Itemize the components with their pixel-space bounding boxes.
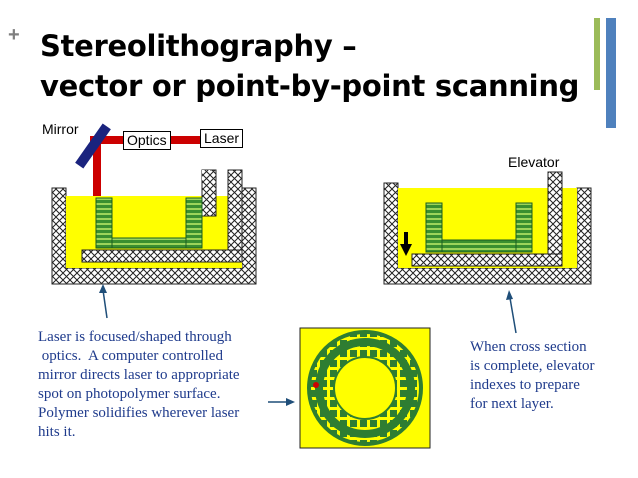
down-arrow-icon	[400, 232, 412, 256]
accent-bar-green	[594, 18, 600, 90]
arrow-to-cross-section	[268, 398, 295, 406]
arrow-right-to-vat	[506, 290, 517, 334]
arrow-left-to-vat	[99, 284, 108, 319]
plus-marker: +	[8, 24, 20, 46]
elevator-label: Elevator	[508, 154, 560, 170]
slide-title: Stereolithography – vector or point-by-p…	[40, 26, 579, 106]
caption-left: Laser is focused/shaped through optics. …	[38, 329, 240, 440]
laser-box: Laser	[200, 129, 244, 148]
mirror-icon	[75, 123, 111, 169]
cross-section-view	[299, 327, 431, 449]
left-part	[95, 197, 203, 249]
optics-label: Optics	[127, 132, 167, 148]
left-elevator	[81, 169, 243, 263]
laser-label: Laser	[204, 130, 240, 146]
right-part	[425, 202, 533, 253]
title-line-1: Stereolithography –	[40, 29, 357, 63]
laser-beam-down	[93, 144, 101, 196]
caption-right: When cross section is complete, elevator…	[470, 339, 595, 412]
mirror-label: Mirror	[42, 121, 79, 137]
optics-box: Optics	[123, 131, 171, 150]
title-line-2: vector or point-by-point scanning	[40, 69, 580, 103]
accent-bar-blue	[606, 18, 616, 128]
right-vat	[383, 171, 592, 285]
left-vat	[51, 169, 257, 285]
